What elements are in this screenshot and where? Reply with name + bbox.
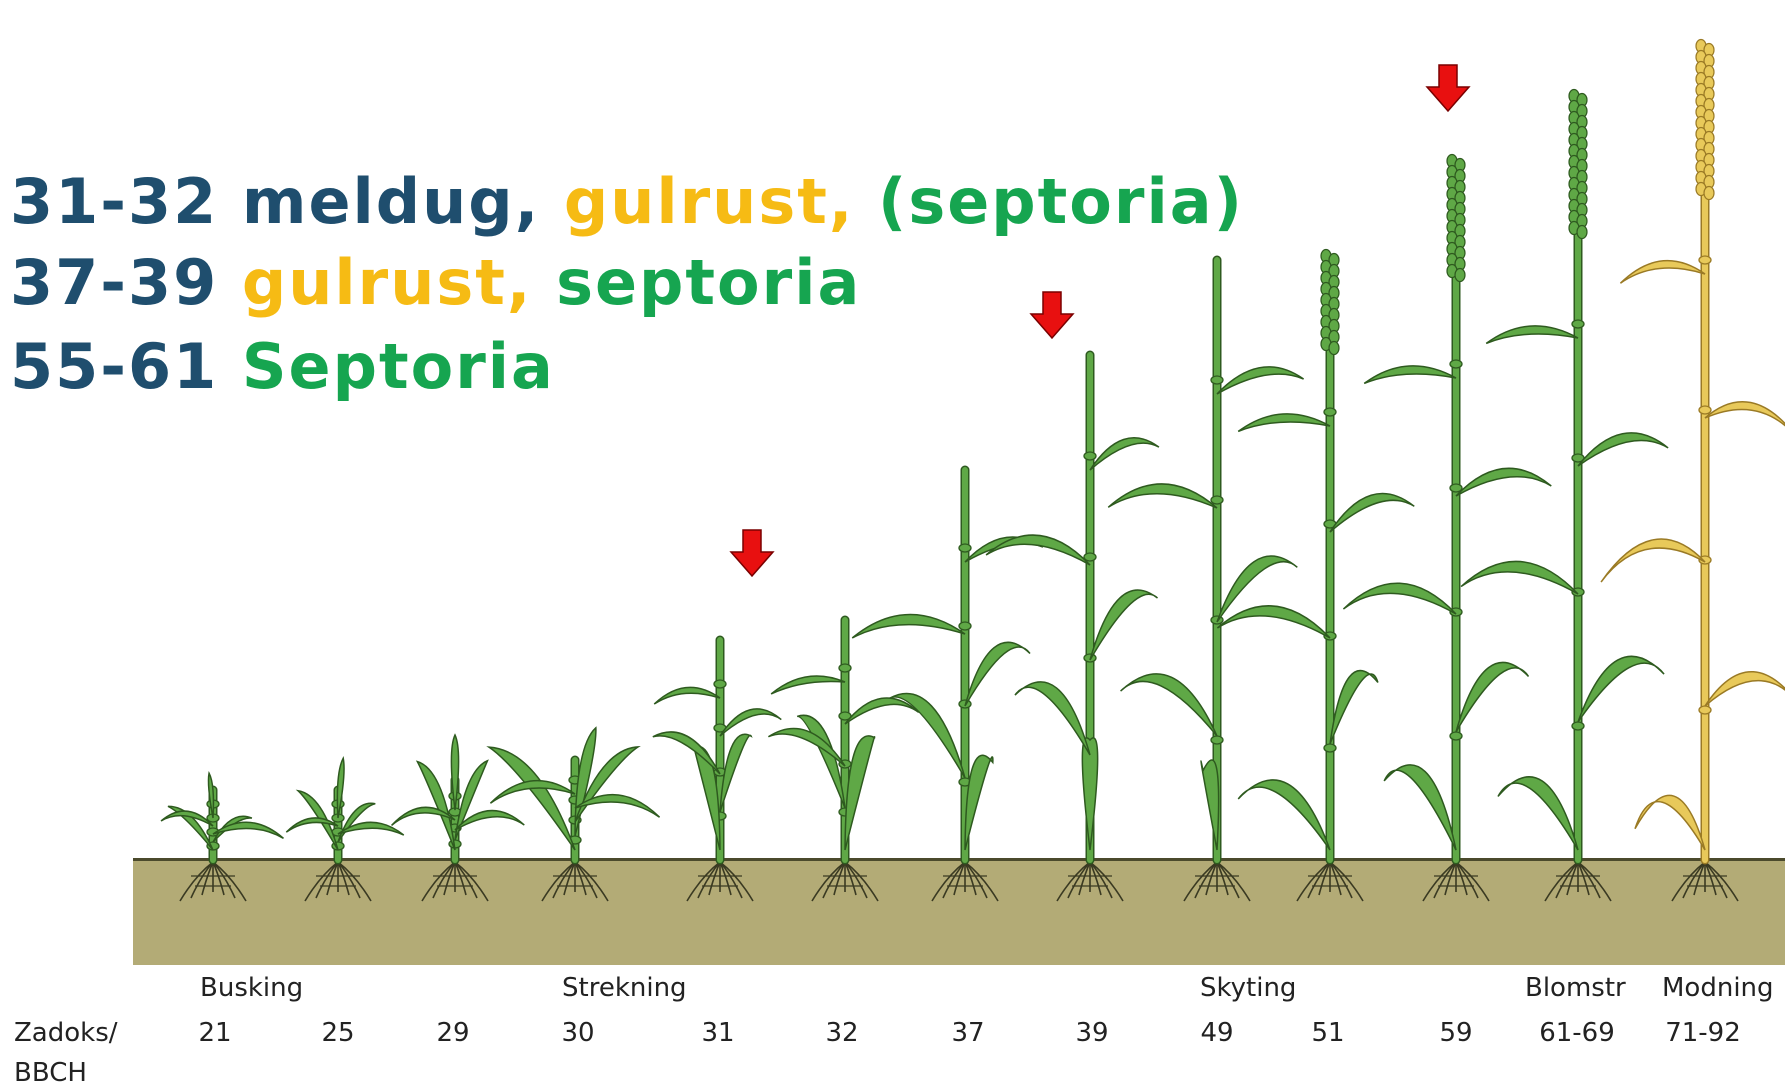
wheat-plant	[768, 620, 918, 901]
stage-number: 71-92	[1665, 1018, 1741, 1048]
axis-label-zadoks: Zadoks/	[14, 1018, 118, 1048]
phase-label-skyting: Skyting	[1200, 973, 1296, 1003]
wheat-plant	[1343, 155, 1551, 902]
wheat-plant	[489, 728, 660, 901]
stage-number: 37	[951, 1018, 984, 1048]
stage-number: 21	[198, 1018, 231, 1048]
wheat-plant	[653, 640, 781, 901]
wheat-plant	[161, 773, 283, 901]
phase-label-strekning: Strekning	[562, 973, 687, 1003]
wheat-plant	[852, 470, 1043, 901]
phase-label-busking: Busking	[200, 973, 303, 1003]
phase-label-modning: Modning	[1662, 973, 1774, 1003]
arrow-down-icon	[1031, 292, 1073, 338]
wheat-plant	[1108, 260, 1303, 901]
stage-number: 30	[561, 1018, 594, 1048]
arrow-down-icon	[1427, 65, 1469, 111]
wheat-plant	[1601, 40, 1785, 902]
stage-number: 49	[1200, 1018, 1233, 1048]
stage-number: 29	[436, 1018, 469, 1048]
stage-number: 59	[1439, 1018, 1472, 1048]
wheat-plant	[1461, 90, 1668, 902]
axis-label-bbch: BBCH	[14, 1058, 87, 1088]
phase-label-blomstr: Blomstr	[1525, 973, 1626, 1003]
stage-number: 32	[825, 1018, 858, 1048]
stage-number: 51	[1311, 1018, 1344, 1048]
stage-number: 61-69	[1539, 1018, 1615, 1048]
stage-number: 25	[321, 1018, 354, 1048]
stage-number: 31	[701, 1018, 734, 1048]
stage-number: 39	[1075, 1018, 1108, 1048]
arrow-down-icon	[731, 530, 773, 576]
wheat-plant	[986, 355, 1159, 901]
wheat-plant	[286, 758, 403, 901]
